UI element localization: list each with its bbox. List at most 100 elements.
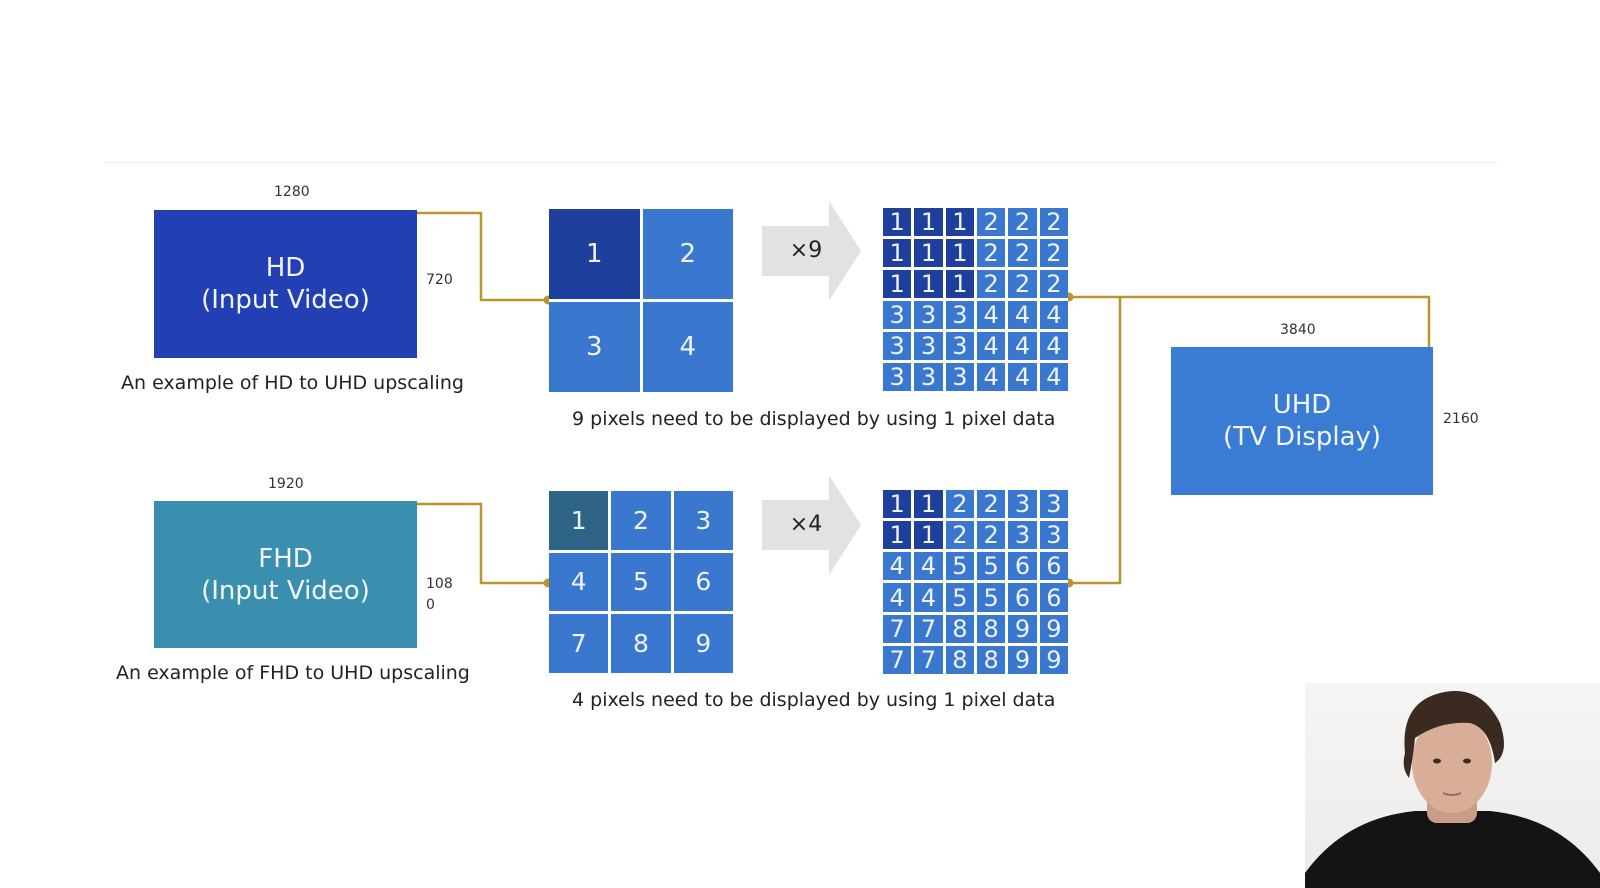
fhd-output-pixel-cell: 1 — [883, 490, 912, 519]
fhd-output-pixel-cell: 5 — [977, 552, 1006, 581]
hd-output-pixel-cell: 1 — [914, 270, 943, 298]
fhd-input-pixel-cell: 2 — [611, 491, 671, 550]
fhd-scale-label: ×4 — [789, 512, 823, 537]
hd-output-pixel-cell: 2 — [977, 239, 1006, 267]
fhd-output-pixel-cell: 9 — [1008, 614, 1037, 643]
hd-output-connector — [1069, 295, 1431, 349]
fhd-output-pixel-cell: 4 — [883, 583, 912, 612]
uhd-box-subtitle: (TV Display) — [1222, 422, 1382, 452]
hd-output-pixel-cell: 2 — [1008, 270, 1037, 298]
hd-caption: An example of HD to UHD upscaling — [121, 372, 464, 394]
hd-output-pixel-cell: 2 — [977, 208, 1006, 236]
hd-output-pixel-cell: 4 — [1039, 301, 1068, 329]
fhd-output-pixel-cell: 3 — [1008, 521, 1037, 550]
hd-box-title: HD — [265, 253, 306, 283]
hd-output-pixel-cell: 3 — [883, 363, 912, 391]
hd-output-pixel-cell: 2 — [1039, 208, 1068, 236]
fhd-input-pixel-cell: 9 — [673, 614, 733, 673]
uhd-box-title: UHD — [1272, 390, 1332, 420]
hd-height-label: 720 — [426, 272, 453, 288]
fhd-height-label-line2: 0 — [426, 597, 435, 613]
hd-output-pixel-cell: 4 — [977, 301, 1006, 329]
hd-scale-arrow — [762, 201, 861, 301]
fhd-output-pixel-cell: 3 — [1039, 521, 1068, 550]
fhd-output-pixel-cell: 5 — [977, 583, 1006, 612]
fhd-output-pixel-cell: 5 — [945, 552, 974, 581]
fhd-output-pixel-cell: 7 — [914, 645, 943, 674]
fhd-input-pixel-cell: 3 — [673, 491, 733, 550]
hd-output-pixel-cell: 3 — [945, 363, 974, 391]
fhd-output-pixel-cell: 1 — [883, 521, 912, 550]
fhd-output-pixel-cell: 2 — [945, 490, 974, 519]
fhd-input-pixel-cell: 4 — [549, 552, 609, 612]
hd-output-pixel-cell: 2 — [977, 270, 1006, 298]
fhd-height-label-line1: 108 — [426, 576, 453, 592]
fhd-output-pixel-cell: 6 — [1008, 583, 1037, 612]
hd-output-pixel-cell: 2 — [1039, 239, 1068, 267]
fhd-output-pixel-cell: 4 — [914, 583, 943, 612]
hd-output-pixel-cell: 1 — [914, 208, 943, 236]
fhd-input-pixel-cell: 7 — [549, 614, 609, 673]
fhd-output-pixel-cell: 8 — [945, 614, 974, 643]
fhd-output-pixel-cell: 8 — [977, 614, 1006, 643]
hd-output-pixel-cell: 2 — [1008, 208, 1037, 236]
uhd-height-label: 2160 — [1443, 411, 1479, 427]
hd-output-pixel-cell: 1 — [945, 208, 974, 236]
uhd-width-label: 3840 — [1280, 322, 1316, 338]
fhd-output-pixel-cell: 6 — [1008, 552, 1037, 581]
fhd-output-pixel-cell: 2 — [977, 490, 1006, 519]
fhd-output-pixel-cell: 2 — [945, 521, 974, 550]
hd-output-pixel-cell: 1 — [883, 208, 912, 236]
hd-output-pixel-cell: 4 — [1008, 332, 1037, 360]
hd-input-pixel-cell: 4 — [642, 302, 733, 392]
hd-width-label: 1280 — [274, 184, 310, 200]
hd-scale-label: ×9 — [789, 238, 823, 263]
hd-box-subtitle: (Input Video) — [201, 285, 370, 315]
hd-output-pixel-cell: 3 — [914, 363, 943, 391]
hd-input-pixel-cell: 3 — [549, 302, 640, 392]
hd-output-pixel-cell: 2 — [1008, 239, 1037, 267]
fhd-output-pixel-cell: 7 — [883, 614, 912, 643]
presenter-avatar — [1305, 691, 1600, 888]
hd-input-pixel-cell: 1 — [549, 209, 640, 299]
hd-output-pixel-cell: 1 — [945, 239, 974, 267]
hd-output-pixel-cell: 4 — [1039, 363, 1068, 391]
hd-output-pixel-cell: 3 — [945, 332, 974, 360]
hd-output-pixel-cell: 4 — [1008, 301, 1037, 329]
fhd-input-pixel-cell: 8 — [611, 614, 671, 673]
hd-output-pixel-cell: 4 — [1039, 332, 1068, 360]
fhd-output-pixel-cell: 8 — [977, 645, 1006, 674]
hd-output-pixel-cell: 3 — [914, 332, 943, 360]
fhd-output-pixel-cell: 5 — [945, 583, 974, 612]
hd-connector — [416, 211, 548, 302]
fhd-output-pixel-cell: 3 — [1039, 490, 1068, 519]
presenter-webcam — [1305, 683, 1600, 888]
fhd-output-pixel-cell: 9 — [1039, 645, 1068, 674]
fhd-input-pixel-cell: 5 — [611, 552, 671, 612]
fhd-output-pixel-cell: 6 — [1039, 552, 1068, 581]
fhd-output-pixel-cell: 7 — [883, 645, 912, 674]
fhd-output-pixel-cell: 7 — [914, 614, 943, 643]
fhd-output-pixel-cell: 4 — [914, 552, 943, 581]
slide-top-divider — [105, 162, 1497, 163]
hd-output-pixel-cell: 4 — [1008, 363, 1037, 391]
fhd-height-label: 108 0 — [426, 574, 453, 616]
fhd-input-video-box: FHD (Input Video) — [154, 501, 417, 648]
hd-output-pixel-cell: 1 — [883, 270, 912, 298]
fhd-output-pixel-cell: 3 — [1008, 490, 1037, 519]
hd-output-pixel-cell: 3 — [914, 301, 943, 329]
fhd-output-pixel-cell: 9 — [1039, 614, 1068, 643]
hd-output-pixel-cell: 4 — [977, 332, 1006, 360]
fhd-output-pixel-cell: 8 — [945, 645, 974, 674]
fhd-output-pixel-cell: 2 — [977, 521, 1006, 550]
fhd-output-pixel-cell: 4 — [883, 552, 912, 581]
fhd-width-label: 1920 — [268, 476, 304, 492]
fhd-input-pixel-cell: 1 — [549, 491, 609, 550]
hd-output-pixel-cell: 3 — [945, 301, 974, 329]
fhd-scale-arrow — [762, 475, 861, 575]
fhd-pixel-note: 4 pixels need to be displayed by using 1… — [572, 689, 1056, 711]
